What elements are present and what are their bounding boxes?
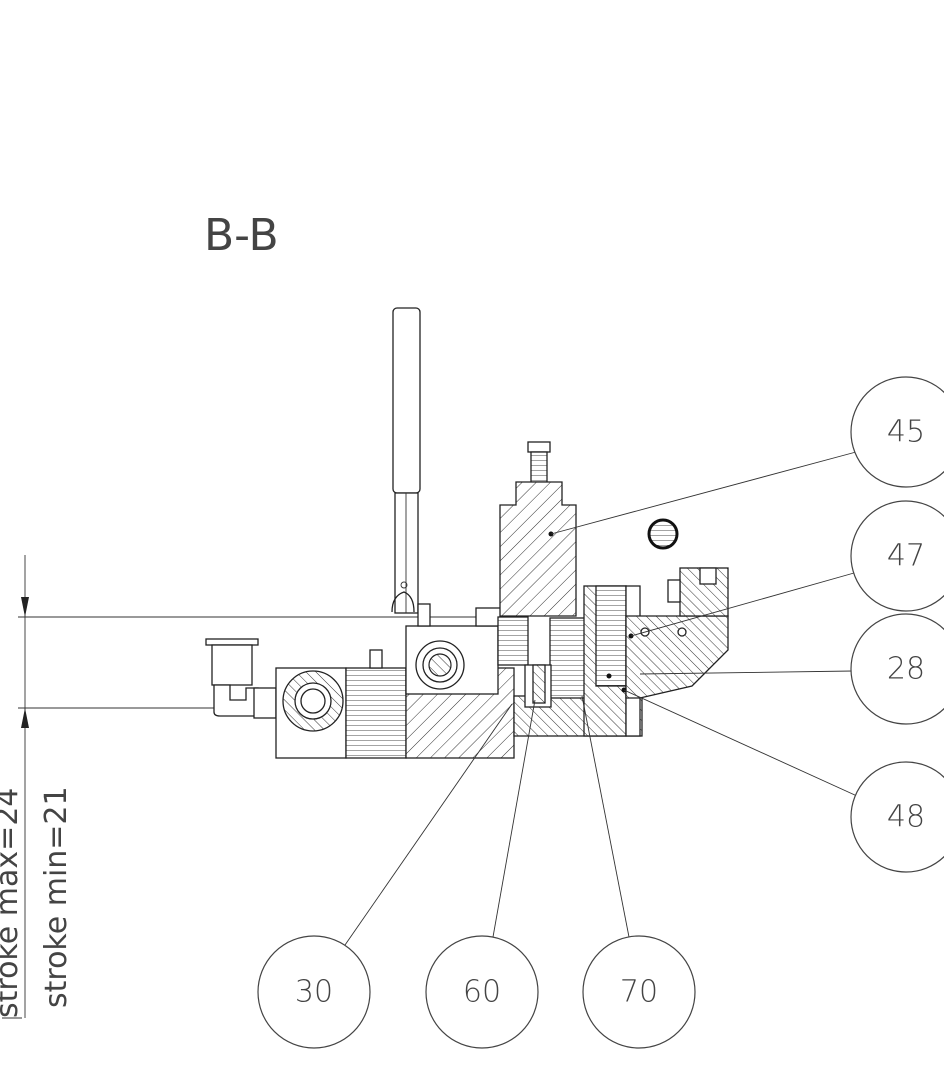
stroke-min-label: stroke min=21 — [39, 786, 74, 1008]
svg-text:70: 70 — [620, 975, 658, 1010]
view-title: B-B — [204, 210, 279, 261]
stroke-max-label: stroke max=24 — [0, 788, 25, 1018]
balloon-28: 28 — [850, 613, 944, 725]
mechanism-assembly — [205, 307, 729, 759]
balloon-70: 70 — [582, 935, 696, 1049]
stroke-dimension: stroke max=24 stroke min=21 — [0, 555, 520, 1019]
balloon-48: 48 — [850, 761, 944, 873]
svg-text:28: 28 — [887, 652, 925, 687]
balloon-60: 60 — [425, 935, 539, 1049]
svg-text:60: 60 — [463, 975, 501, 1010]
leader-lines — [344, 451, 858, 946]
balloon-30: 30 — [257, 935, 371, 1049]
svg-text:47: 47 — [887, 539, 925, 574]
balloon-47: 47 — [850, 500, 944, 612]
svg-text:45: 45 — [887, 415, 925, 450]
balloon-45: 45 — [850, 376, 944, 488]
svg-text:30: 30 — [295, 975, 333, 1010]
svg-text:48: 48 — [887, 800, 925, 835]
